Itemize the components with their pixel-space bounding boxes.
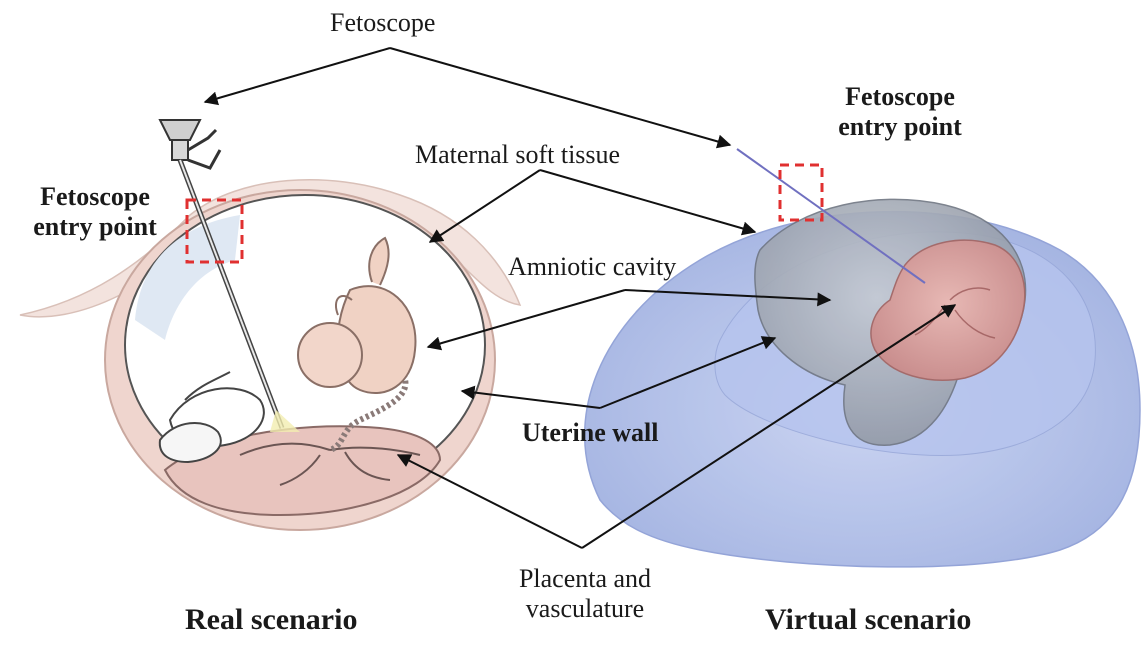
label-entry-point-virtual-line2: entry point [810, 112, 990, 142]
caption-virtual-scenario: Virtual scenario [765, 603, 971, 638]
label-uterine-wall: Uterine wall [522, 418, 658, 448]
caption-real-scenario: Real scenario [185, 603, 357, 638]
label-entry-point-virtual-line1: Fetoscope [810, 82, 990, 112]
label-entry-point-virtual: Fetoscope entry point [810, 82, 990, 142]
label-placenta-line1: Placenta and [490, 564, 680, 594]
label-amniotic-cavity: Amniotic cavity [508, 252, 676, 282]
label-fetoscope: Fetoscope [330, 8, 435, 38]
label-placenta-vasculature: Placenta and vasculature [490, 564, 680, 624]
virtual-scenario-render [585, 149, 1140, 567]
label-entry-point-real: Fetoscope entry point [10, 182, 180, 242]
label-entry-point-real-line1: Fetoscope [10, 182, 180, 212]
label-placenta-line2: vasculature [490, 594, 680, 624]
entry-point-marker-virtual [780, 165, 822, 220]
label-entry-point-real-line2: entry point [10, 212, 180, 242]
label-maternal-soft-tissue: Maternal soft tissue [415, 140, 620, 170]
